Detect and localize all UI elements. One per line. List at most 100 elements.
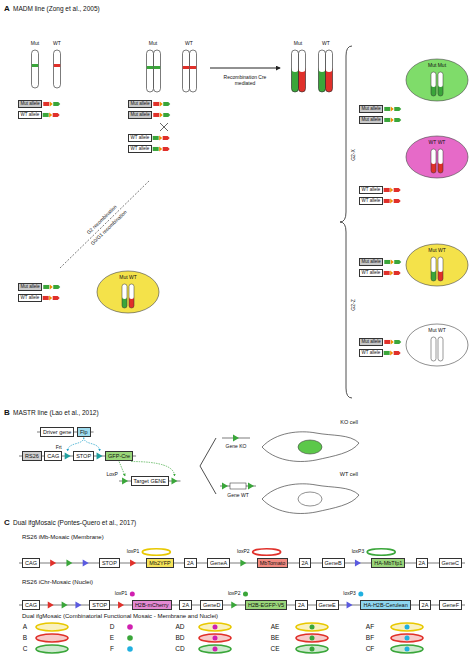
reporter-half bbox=[394, 188, 401, 192]
allele-name: WT bbox=[185, 41, 193, 47]
genotype-label: Gene WT bbox=[227, 493, 248, 499]
reporter-half bbox=[384, 340, 390, 344]
allele-box: Mut allele bbox=[359, 338, 383, 346]
node-text: Mut WT bbox=[428, 248, 446, 254]
construct-box: Flp bbox=[77, 427, 91, 437]
node-text: WT allele bbox=[362, 188, 381, 193]
chromatid-segment bbox=[299, 50, 306, 72]
construct-box: CAG bbox=[22, 600, 40, 610]
chromosome-band bbox=[183, 66, 189, 69]
construct-title: Dual ifgMosaic (Combinatorial Functional… bbox=[22, 613, 218, 620]
membrane-cell bbox=[199, 634, 231, 642]
reporter-half bbox=[153, 147, 159, 151]
chromatid-segment bbox=[431, 337, 436, 352]
cre-arrow bbox=[131, 462, 174, 476]
chromosome bbox=[431, 257, 436, 281]
node-text: Mut allele bbox=[362, 118, 381, 123]
reporter-half bbox=[384, 188, 390, 192]
membrane-cell bbox=[199, 645, 231, 653]
reporter-half bbox=[163, 113, 170, 117]
node-text: WT allele bbox=[362, 271, 381, 276]
site-label: loxP1 bbox=[127, 549, 140, 555]
chromatid bbox=[292, 50, 299, 92]
construct-box: GeneC bbox=[439, 558, 462, 568]
node-text: GeneE bbox=[319, 602, 336, 608]
chromatid bbox=[183, 50, 190, 92]
membrane-cell bbox=[296, 623, 328, 631]
allele-name: Mut bbox=[149, 41, 157, 47]
recombination-site bbox=[122, 478, 128, 485]
recombination-site bbox=[240, 560, 246, 567]
reporter-half bbox=[43, 102, 49, 106]
cell: Mut WT bbox=[96, 270, 160, 314]
site-label: loxP2 bbox=[228, 591, 241, 597]
reporter-half bbox=[53, 296, 60, 300]
construct-box: GFP-Cre bbox=[105, 451, 133, 461]
combination-letter: CE bbox=[270, 645, 279, 652]
chromosome bbox=[431, 72, 436, 96]
loxp-site bbox=[159, 135, 162, 140]
site-label: loxP3 bbox=[352, 549, 365, 555]
chromosome bbox=[438, 337, 443, 361]
loxp-site bbox=[390, 198, 393, 203]
node-text: RS26 bbox=[25, 453, 39, 459]
loxp-site bbox=[159, 146, 162, 151]
chromatid-segment bbox=[438, 257, 443, 272]
allele-box: Mut allele bbox=[359, 116, 383, 124]
reporter-half bbox=[53, 102, 60, 106]
recombination-site bbox=[231, 602, 237, 609]
construct-box: H2B-mCherry bbox=[132, 600, 172, 610]
reporter-half bbox=[53, 113, 60, 117]
node-text: MbTomato bbox=[260, 560, 286, 566]
recombination-site bbox=[83, 560, 89, 567]
node-text: WT allele bbox=[131, 136, 150, 141]
nucleus bbox=[213, 647, 218, 652]
reporter-half bbox=[153, 113, 159, 117]
loxp-site bbox=[50, 284, 53, 289]
reporter-half bbox=[384, 118, 390, 122]
reporter-half bbox=[43, 113, 49, 117]
nucleus bbox=[298, 440, 322, 454]
nucleus bbox=[213, 625, 218, 630]
allele-box: Mut allele bbox=[18, 100, 42, 108]
recombination-site bbox=[66, 560, 72, 567]
membrane-cell bbox=[199, 623, 231, 631]
recombination-site bbox=[65, 453, 71, 460]
chromatid-segment bbox=[431, 257, 436, 272]
construct-box: 2A bbox=[416, 558, 429, 568]
node-text: GeneF bbox=[442, 602, 459, 608]
loxp-site bbox=[391, 117, 394, 122]
recombination-site bbox=[347, 602, 353, 609]
nucleus-dot bbox=[243, 592, 248, 597]
reporter-half bbox=[384, 260, 390, 264]
combination-letter: E bbox=[110, 634, 114, 641]
combination-letter: A bbox=[23, 623, 27, 630]
chromatid-segment bbox=[326, 50, 333, 72]
recombination-site bbox=[97, 453, 103, 460]
reporter-half bbox=[394, 199, 401, 203]
panel-letter: A bbox=[4, 5, 10, 14]
reporter-half bbox=[384, 107, 390, 111]
loxp-site bbox=[391, 106, 394, 111]
gene-box bbox=[230, 483, 246, 489]
node-text: 2A bbox=[182, 602, 189, 608]
construct-box: STOP bbox=[73, 451, 94, 461]
loxp-site bbox=[49, 112, 52, 117]
nucleus bbox=[127, 646, 133, 652]
excision-arc bbox=[253, 549, 281, 555]
node-text: KO cell bbox=[340, 419, 358, 425]
chromosome bbox=[122, 284, 127, 308]
loxp-site bbox=[391, 339, 394, 344]
loxp-site bbox=[390, 350, 393, 355]
chromatid bbox=[154, 50, 161, 92]
cell-body bbox=[262, 484, 359, 514]
loxp-site bbox=[50, 101, 53, 106]
membrane-cell bbox=[391, 623, 423, 631]
node-text: 2A bbox=[187, 560, 194, 566]
construct-box: RS26 bbox=[22, 451, 42, 461]
construct-box: HA-MbTfp1 bbox=[371, 558, 405, 568]
nucleus bbox=[213, 636, 218, 641]
recombination-site bbox=[171, 478, 177, 485]
chromatid bbox=[326, 50, 333, 92]
node-text: 2A bbox=[419, 560, 426, 566]
